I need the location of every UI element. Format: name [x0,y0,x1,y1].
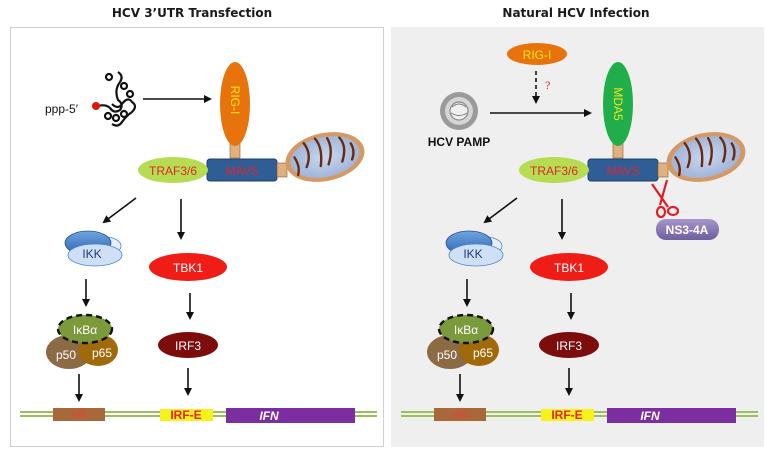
ikk-complex: IKK [64,230,123,267]
hcv-pamp-label: HCV PAMP [428,135,490,149]
mda5-label: MDA5 [611,87,625,121]
ifn-label: IFN [259,409,279,423]
traf-node [138,157,208,183]
kb-promoter-box [434,408,486,421]
ns3-4a-label: NS3-4A [666,223,709,237]
left-pathway: ppp-5′ RIG-I MAVS TRAF3/6 IKK [20,62,377,423]
irfe-label: IRF-E [170,408,201,422]
ns3-4a-protease [656,219,719,240]
panel-transfection [10,27,384,447]
ikba-label: IκBα [73,323,97,337]
irf3-node [539,332,599,358]
traf-label: TRAF3/6 [149,164,197,178]
traf-label: TRAF3/6 [530,164,578,178]
ikk-label: IKK [82,247,101,261]
ppp5-label: ppp-5′ [45,102,79,116]
traf-node [519,157,589,183]
p50-label: p50 [437,348,457,362]
ifn-label: IFN [640,409,660,423]
ifn-gene-box [226,408,355,423]
irfe-label: IRF-E [551,408,582,422]
nfkb-complex: IκBα p50 p65 [46,313,118,369]
ikba-label: IκBα [454,323,478,337]
tbk1-label: TBK1 [554,261,584,275]
uncertain-mark: ? [545,81,550,92]
right-pathway: RIG-I ? HCV PAMP MDA5 MAVS NS3-4A [401,43,758,423]
ikba-node [437,313,495,345]
rig-i-label: RIG-I [228,86,242,115]
kb-promoter-box [53,408,105,421]
irfe-promoter-box [541,409,594,421]
tbk1-label: TBK1 [173,261,203,275]
ikba-node [56,313,114,345]
kb-label: κB [452,407,468,421]
mavs-label: MAVS [606,164,639,178]
mavs-label: MAVS [225,164,258,178]
ikk-label: IKK [463,247,482,261]
p65-label: p65 [473,346,493,360]
irfe-promoter-box [160,409,213,421]
ikk-complex: IKK [445,230,504,267]
hcv-virion-icon [440,92,478,130]
rig-i-sensor [220,62,250,146]
scissors-icon [651,179,680,219]
p65-label: p65 [92,346,112,360]
mda5-sensor [603,62,633,146]
panel-title-infection: Natural HCV Infection [502,6,649,20]
triphosphate-dot [92,102,100,110]
ifn-gene-box [607,408,736,423]
rig-i-upstream-node [507,43,567,65]
irf3-node [158,332,218,358]
p50-label: p50 [56,348,76,362]
tbk1-node [530,253,608,281]
nfkb-complex: IκBα p50 p65 [427,313,499,369]
kb-label: κB [71,407,87,421]
irf3-label: IRF3 [175,339,201,353]
viral-rna-icon [97,71,137,127]
irf3-label: IRF3 [556,339,582,353]
tbk1-node [149,253,227,281]
panel-title-transfection: HCV 3’UTR Transfection [112,6,272,20]
rig-i-upstream-label: RIG-I [523,48,552,62]
